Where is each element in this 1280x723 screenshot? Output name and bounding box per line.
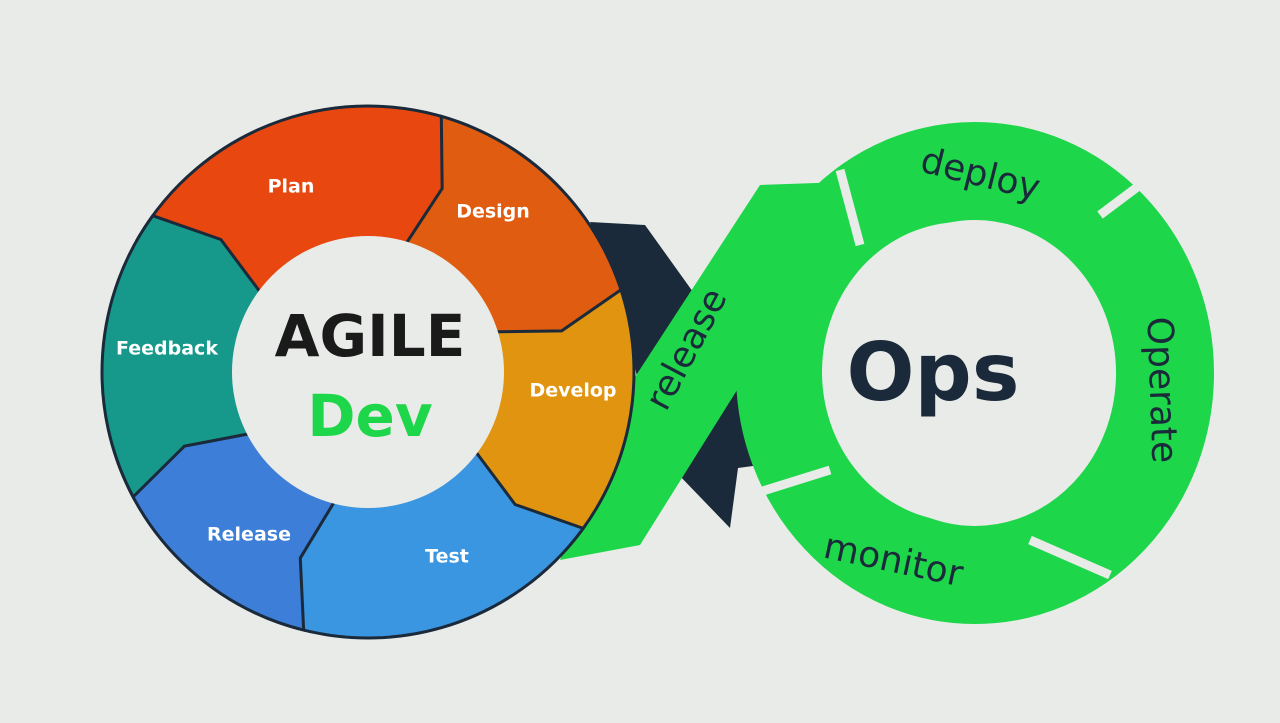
hidden-dev-title: Dev bbox=[307, 382, 432, 450]
agile-ring bbox=[100, 104, 636, 640]
segment-label-test: Test bbox=[425, 546, 469, 568]
ops-center bbox=[822, 222, 1102, 522]
step-operate: Operate bbox=[1138, 316, 1184, 464]
segment-label-design: Design bbox=[456, 201, 530, 223]
ops-title: Ops bbox=[847, 326, 1020, 419]
segment-label-feedback: Feedback bbox=[116, 338, 218, 360]
segment-label-release: Release bbox=[207, 524, 291, 546]
segment-label-plan: Plan bbox=[268, 176, 315, 198]
segment-label-develop: Develop bbox=[529, 380, 616, 402]
agile-center bbox=[232, 236, 504, 508]
ops-ring-gaps bbox=[748, 166, 1163, 580]
ops-ring bbox=[736, 122, 1214, 624]
agile-title: AGILE bbox=[275, 302, 466, 370]
